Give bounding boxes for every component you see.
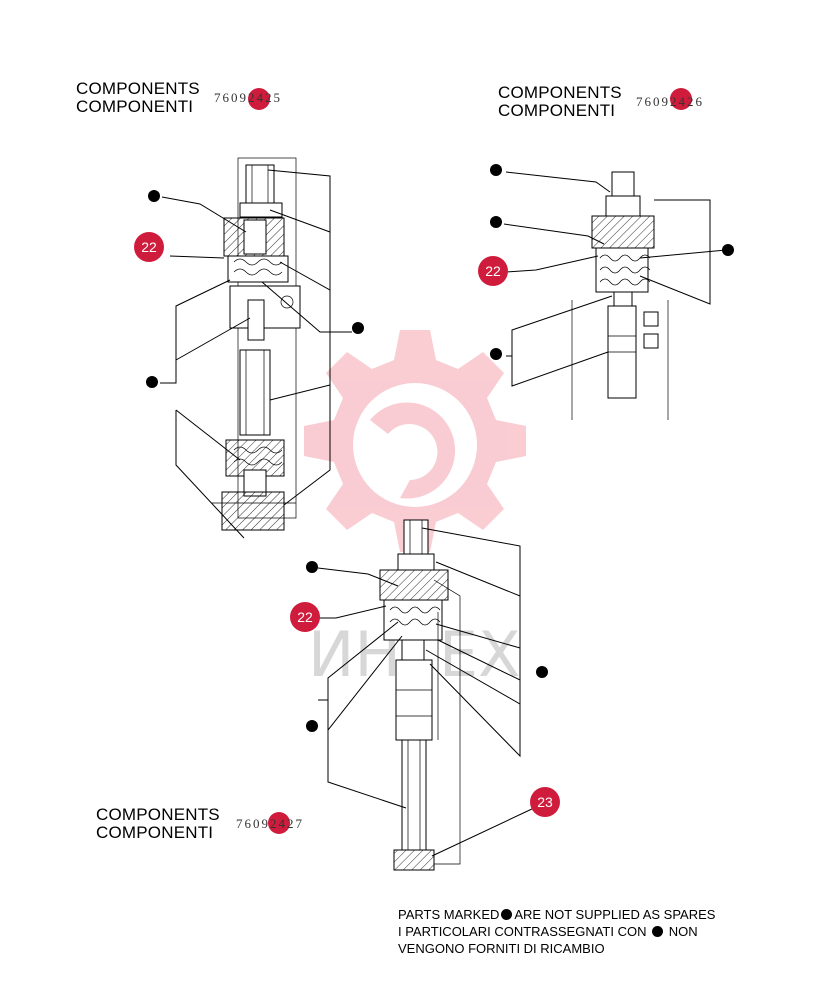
not-supplied-dot-icon	[306, 561, 318, 573]
components-title-1: COMPONENTS COMPONENTI	[76, 80, 200, 116]
not-supplied-dot-icon	[490, 348, 502, 360]
title-it: COMPONENTI	[498, 101, 616, 120]
bullet-dot-icon	[652, 926, 664, 937]
not-supplied-dot-icon	[146, 376, 158, 388]
title-it: COMPONENTI	[76, 97, 194, 116]
assembly-76092426-drawing	[503, 171, 727, 420]
code-highlight-icon	[268, 812, 290, 834]
title-en: COMPONENTS	[96, 805, 220, 824]
not-supplied-dot-icon	[536, 666, 548, 678]
title-en: COMPONENTS	[498, 83, 622, 102]
code-highlight-icon	[670, 88, 692, 110]
bullet-dot-icon	[501, 909, 513, 920]
components-title-2: COMPONENTS COMPONENTI	[498, 84, 622, 120]
part-badge-22: 22	[478, 256, 508, 286]
watermark-gear-icon	[304, 330, 526, 552]
not-supplied-dot-icon	[490, 164, 502, 176]
note-line-3: VENGONO FORNITI DI RICAMBIO	[398, 941, 605, 956]
assembly-76092427-drawing	[317, 519, 535, 871]
part-badge-23: 23	[530, 787, 560, 817]
component-code-3: 76092427	[236, 816, 304, 831]
title-it: COMPONENTI	[96, 823, 214, 842]
component-code-1: 76092425	[214, 90, 282, 105]
not-supplied-dot-icon	[490, 216, 502, 228]
part-badge-22: 22	[134, 232, 164, 262]
part-badge-22: 22	[290, 602, 320, 632]
assembly-76092425-drawing	[160, 157, 352, 539]
components-title-3: COMPONENTS COMPONENTI	[96, 806, 220, 842]
code-highlight-icon	[248, 88, 270, 110]
not-supplied-dot-icon	[148, 190, 160, 202]
title-en: COMPONENTS	[76, 79, 200, 98]
not-supplied-dot-icon	[306, 720, 318, 732]
not-supplied-dot-icon	[722, 244, 734, 256]
note-line-2: I PARTICOLARI CONTRASSEGNATI CON NON	[398, 924, 698, 939]
not-supplied-dot-icon	[352, 322, 364, 334]
component-code-2: 76092426	[636, 94, 704, 109]
